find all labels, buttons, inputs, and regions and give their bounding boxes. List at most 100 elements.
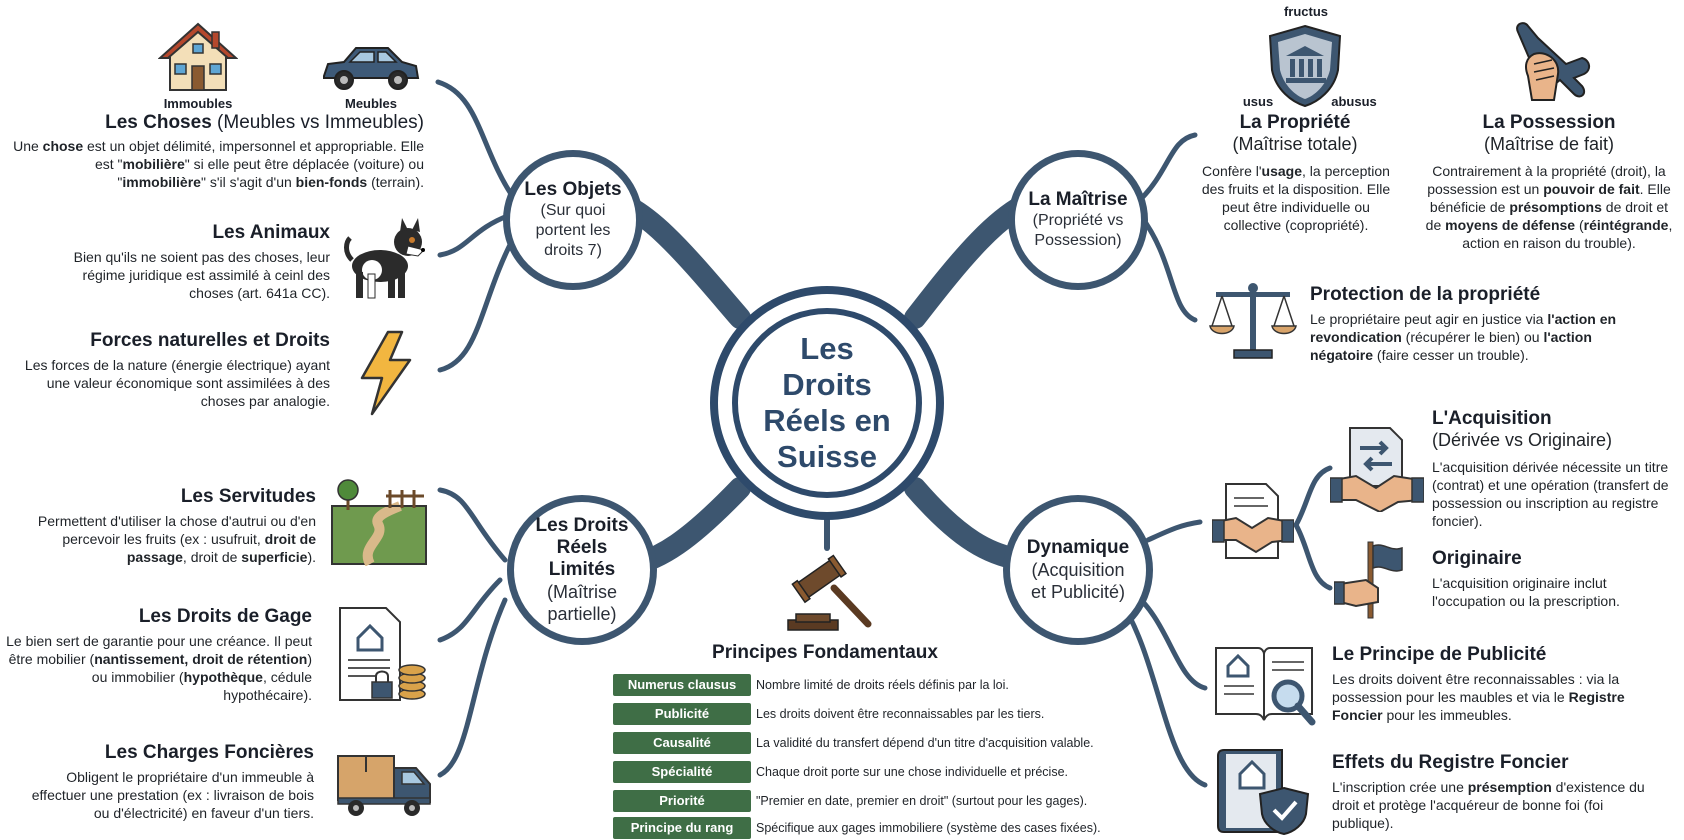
possession-text-part: de droit et de (1425, 199, 1669, 233)
servitudes-text-bold: superficie (241, 549, 308, 565)
branch-title: La Maîtrise (1028, 189, 1128, 210)
fructus-label: fructus (1283, 4, 1329, 19)
book-magnifier-icon (1215, 647, 1316, 726)
central-hub: Les Droits Réels en Suisse (710, 286, 944, 520)
propriete-text-bold: usage (1261, 163, 1302, 179)
contract-handshake-icon (1212, 483, 1294, 559)
servitudes-text-bold: droit de passage (126, 531, 316, 565)
possession-text-part: Contrairement à la propriété (droit), la… (1427, 163, 1666, 197)
effets-text-part: L'inscription crée une (1332, 779, 1468, 795)
principe-badge: Principe du rang (613, 817, 751, 839)
possession-text-part: . Elle bénéficie de (1429, 181, 1671, 215)
publicite-text: Les droits doivent être reconnaissables … (1332, 670, 1658, 724)
protection-text-bold: l'action en revondication (1310, 311, 1617, 345)
immeubles-label: Immoubles (163, 96, 233, 111)
gavel-icon (787, 554, 872, 631)
principe-description: Nombre limité de droits réels définis pa… (756, 678, 1009, 692)
possession-text-part: ( (1575, 217, 1584, 233)
meubles-label: Meubles (344, 96, 397, 111)
choses-text-bold: chose (42, 138, 84, 154)
branch-subtitle: (Sur quoi portent les droits 7) (535, 202, 611, 259)
mortgage-document-icon (339, 607, 426, 701)
effets-title: Effets du Registre Foncier (1332, 752, 1569, 773)
possession-title: La Possession (1482, 112, 1616, 133)
forces-title: Forces naturelles et Droits (90, 330, 330, 351)
choses-text-bold: mobilière (122, 156, 185, 172)
gage-text: Le bien sert de garantie pour une créanc… (4, 632, 312, 704)
protection-title: Protection de la propriété (1310, 284, 1541, 305)
publicite-text-part: Les droits doivent être reconnaissables … (1332, 671, 1620, 705)
flag-hand-icon (1334, 541, 1403, 619)
propriete-text-part: Confère l' (1202, 163, 1262, 179)
animaux-title: Les Animaux (212, 222, 330, 243)
choses-text-part: " si elle peut être déplacée (voiture) o… (117, 156, 424, 190)
branch-title: Dynamique (1026, 537, 1130, 558)
branch-subtitle: (Maîtrise partielle) (546, 582, 617, 624)
property-shield-icon (1268, 24, 1342, 108)
branch-title: Les Droits Réels Limités (535, 515, 629, 580)
choses-text: Une chose est un objet délimité, imperso… (6, 137, 424, 191)
gage-text-part: Le bien sert de garantie pour une créanc… (6, 633, 312, 667)
possession-text-bold: réintégrande (1583, 217, 1669, 233)
delivery-truck-icon (337, 755, 431, 816)
charges-title: Les Charges Foncières (104, 742, 314, 763)
choses-text-bold: immobilière (122, 174, 201, 190)
central-title: Les Droits Réels en Suisse (763, 331, 891, 474)
principe-badge: Publicité (613, 703, 751, 725)
servitudes-title: Les Servitudes (180, 486, 316, 507)
gage-text-part: , cédule hypothécaire). (223, 669, 312, 703)
possession-subtitle: (Maîtrise de fait) (1483, 134, 1615, 154)
possession-text-bold: pouvoir de fait (1543, 181, 1640, 197)
gage-text-bold: nantissement, droit de rétention (94, 651, 308, 667)
effets-text-bold: présemption (1467, 779, 1552, 795)
choses-text-part: est un objet délimité, impersonnel et ap… (83, 138, 424, 172)
choses-text-part: Une (13, 138, 43, 154)
servitudes-text-part: ). (307, 549, 316, 565)
effets-text: L'inscription crée une présemption d'exi… (1332, 778, 1668, 832)
abusus-label: abusus (1331, 94, 1377, 109)
propriete-text-part: , la perception des fruits et la disposi… (1201, 163, 1391, 233)
protection-text-bold: l'action négatoire (1310, 329, 1592, 363)
principe-badge: Priorité (613, 790, 751, 812)
choses-text-part: " s'il s'agit d'un (200, 174, 296, 190)
publicite-title: Le Principe de Publicité (1332, 644, 1547, 665)
possession-text-bold: présomptions (1509, 199, 1602, 215)
charges-text: Obligent le propriétaire d'un immeuble à… (31, 769, 314, 821)
effets-text-part: d'existence du droit et protège l'acquér… (1332, 779, 1645, 831)
choses-title-bold: Les Choses (105, 112, 212, 133)
choses-title: Les Choses (Meubles vs Immeubles) (10, 112, 424, 134)
branch-subtitle: (Propriété vs Possession) (1032, 212, 1124, 249)
principe-description: La validité du transfert dépend d'un tit… (756, 736, 1094, 750)
gage-text-bold: hypothèque (183, 669, 263, 685)
originaire-text: L'acquisition originaire inclut l'occupa… (1432, 575, 1620, 609)
protection-text-part: Le propriétaire peut agir en justice via (1310, 311, 1548, 327)
gage-text-part: ) ou immobilier ( (91, 651, 312, 685)
branch-node-maitrise: La Maîtrise (Propriété vs Possession) (1008, 150, 1148, 290)
land-register-shield-icon (1217, 749, 1310, 836)
protection-text-part: (faire cesser un trouble). (1373, 347, 1529, 363)
originaire-title: Originaire (1432, 548, 1522, 569)
acquisition-title: L'Acquisition (1432, 408, 1552, 429)
protection-text-part: (récupérer le bien) ou (1401, 329, 1544, 345)
principe-description: Les droits doivent être reconnaissables … (756, 707, 1045, 721)
wrench-hand-icon (1516, 22, 1590, 101)
branch-subtitle: (Acquisition et Publicité) (1030, 560, 1126, 602)
branch-node-objets: Les Objets (Sur quoi portent les droits … (503, 150, 643, 290)
house-icon (158, 22, 238, 91)
propriete-title: La Propriété (1239, 112, 1351, 133)
principe-badge: Spécialité (613, 761, 751, 783)
lightning-icon (360, 330, 412, 416)
dog-icon (344, 218, 425, 299)
publicite-text-bold: Registre Foncier (1332, 689, 1625, 723)
central-hub-inner: Les Droits Réels en Suisse (732, 308, 922, 498)
protection-text: Le propriétaire peut agir en justice via… (1310, 310, 1640, 364)
principe-description: "Premier en date, premier en droit" (sur… (756, 794, 1088, 808)
acquisition-subtitle: (Dérivée vs Originaire) (1432, 430, 1613, 450)
publicite-text-part: pour les immeubles. (1382, 707, 1512, 723)
forces-text: Les forces de la nature (énergie électri… (24, 357, 330, 409)
gage-title: Les Droits de Gage (138, 606, 312, 627)
principe-description: Spécifique aux gages immobiliere (systèm… (756, 821, 1101, 835)
branch-node-limites: Les Droits Réels Limités (Maîtrise parti… (507, 495, 657, 645)
principe-badge: Numerus clausus (613, 674, 751, 696)
